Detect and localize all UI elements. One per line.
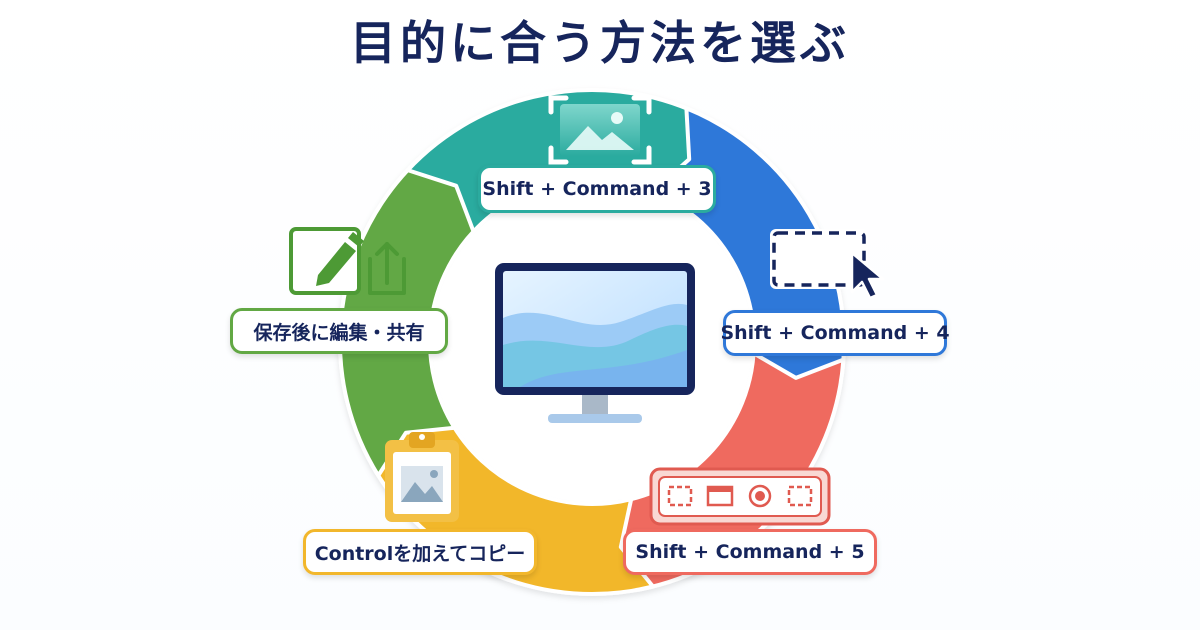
full-screen-capture-icon [548,95,652,165]
step-label-edit-share: 保存後に編集・共有 [230,308,448,354]
step-label-selected-area: Shift + Command + 4 [720,310,950,356]
step-label-copy-to-clipboard: Controlを加えてコピー [303,529,537,575]
clipboard-image-icon [385,432,459,522]
capture-toolbar-icon [649,467,831,526]
selection-cursor-icon [770,229,885,300]
step-label-capture-toolbar: Shift + Command + 5 [623,529,877,575]
page-title: 目的に合う方法を選ぶ [350,16,850,70]
edit-share-icon [289,227,406,295]
step-label-full-screen: Shift + Command + 3 [478,165,716,213]
monitor-icon [495,263,695,423]
